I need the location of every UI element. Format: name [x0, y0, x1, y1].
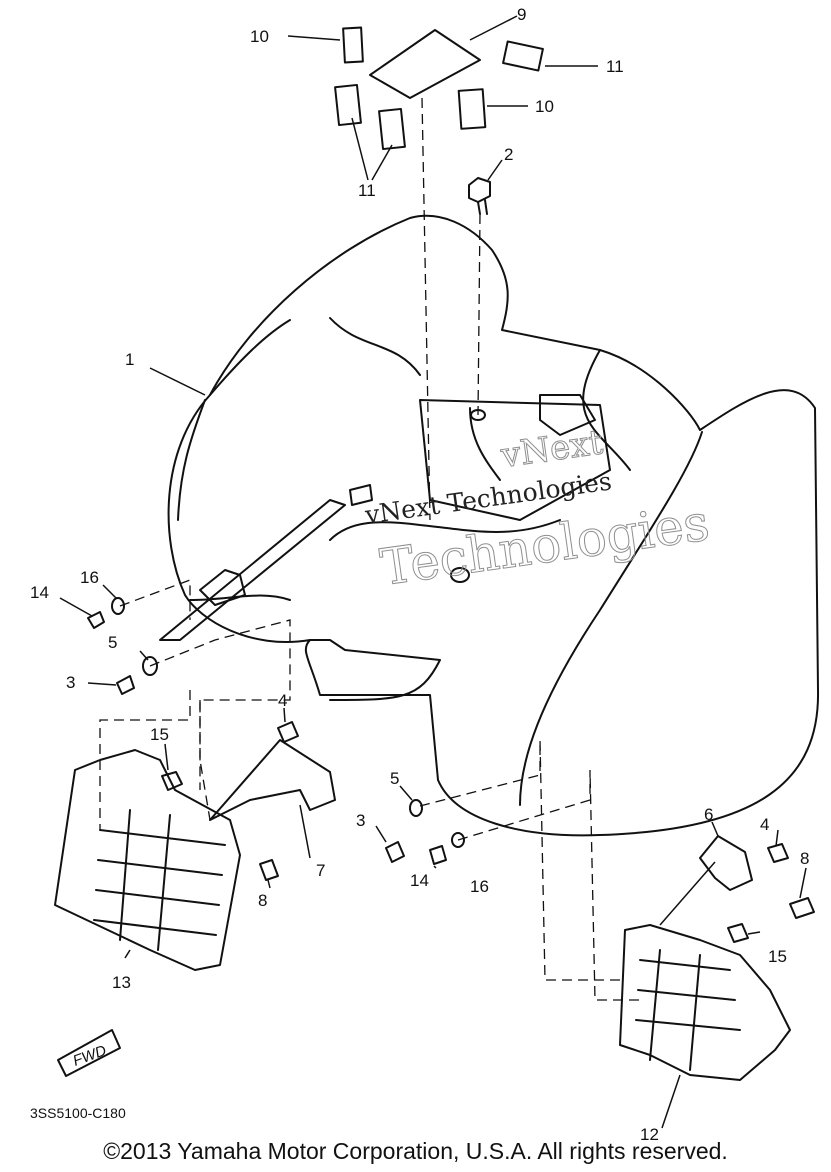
part-16-washer-right — [451, 832, 465, 848]
part-4-nut-right — [767, 843, 789, 863]
callout-4-left: 4 — [278, 691, 287, 710]
part-3-bolt-left — [116, 675, 135, 695]
part-6-bracket — [699, 835, 753, 891]
callout-7: 7 — [316, 861, 325, 880]
part-8-bolt-left — [259, 859, 279, 881]
callout-8-right: 8 — [800, 849, 809, 868]
parts-diagram: 1 2 3 3 4 4 5 5 6 7 8 8 9 10 10 11 11 12… — [30, 5, 820, 1140]
assembly-lines — [99, 97, 640, 1001]
callout-16-left: 16 — [80, 568, 99, 587]
part-3-bolt-right — [385, 841, 405, 863]
part-4-nut-left — [277, 721, 299, 743]
part-5-collar-left — [142, 656, 158, 676]
part-15-nut-right — [727, 923, 749, 943]
part-2-bolt — [468, 177, 491, 215]
callout-11-right: 11 — [606, 57, 624, 76]
callout-6: 6 — [704, 805, 713, 824]
part-8-bolt-right — [789, 897, 815, 919]
callout-3-left: 3 — [66, 673, 75, 692]
callout-15-left: 15 — [150, 725, 169, 744]
part-10-decal-right — [457, 88, 487, 130]
callout-8-left: 8 — [258, 891, 267, 910]
part-11-decal-right — [502, 40, 544, 72]
fwd-label: FWD — [71, 1042, 109, 1070]
callout-16-right: 16 — [470, 877, 489, 896]
part-5-collar-right — [409, 799, 423, 817]
callout-2: 2 — [504, 145, 513, 164]
callout-14-right: 14 — [410, 871, 429, 890]
callout-11-left: 11 — [358, 181, 376, 200]
part-11-decal-left-2 — [378, 107, 406, 151]
callout-15-right: 15 — [768, 947, 787, 966]
part-15-nut-left — [161, 771, 183, 791]
callout-10-right: 10 — [535, 97, 554, 116]
callout-13: 13 — [112, 973, 131, 992]
part-14-screw-right — [429, 845, 447, 865]
watermark-line-1: vNext — [498, 422, 606, 476]
callout-9: 9 — [517, 5, 526, 24]
callout-14-left: 14 — [30, 583, 49, 602]
leader-lines — [59, 15, 807, 1129]
copyright-text: ©2013 Yamaha Motor Corporation, U.S.A. A… — [103, 1138, 728, 1164]
part-7-bracket — [209, 739, 336, 821]
callout-5-right: 5 — [390, 769, 399, 788]
callout-12: 12 — [640, 1125, 659, 1140]
part-16-washer-left — [111, 597, 125, 615]
part-11-decal-left-1 — [334, 83, 362, 127]
callout-1: 1 — [125, 350, 134, 369]
diagram-code: 3SS5100-C180 — [30, 1105, 126, 1121]
fwd-arrow-icon — [57, 1029, 121, 1077]
callout-3-right: 3 — [356, 811, 365, 830]
part-13-left-guard — [54, 749, 241, 971]
watermark: vNext vNext Technologies Technologies — [362, 422, 713, 598]
callout-4-right: 4 — [760, 815, 769, 834]
callout-5-left: 5 — [108, 633, 117, 652]
part-14-screw-left — [87, 611, 105, 629]
part-12-right-guard — [619, 924, 791, 1081]
part-10-decal-top — [342, 26, 364, 64]
part-1-rear-fender — [159, 214, 820, 837]
callout-10-top: 10 — [250, 27, 269, 46]
part-9-pad — [369, 29, 481, 99]
